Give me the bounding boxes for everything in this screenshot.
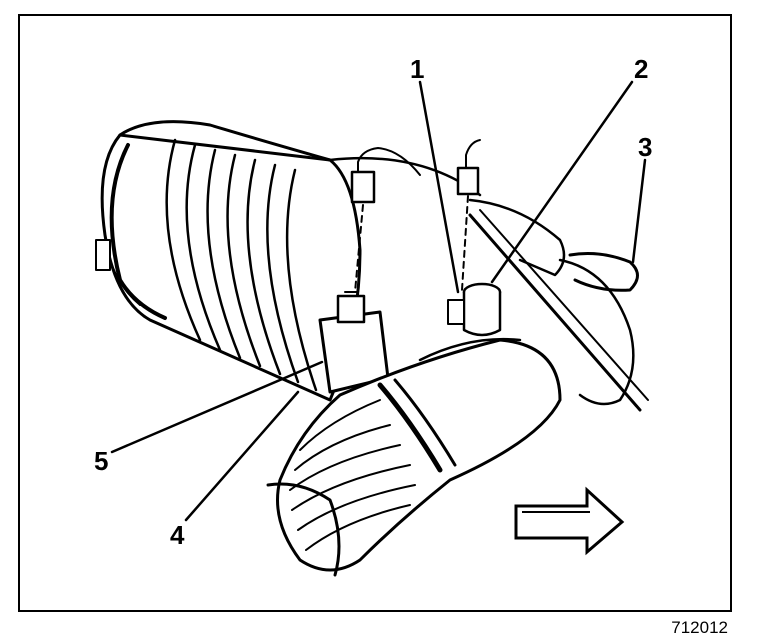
figure-frame — [18, 14, 732, 612]
outlet-duct — [266, 337, 562, 577]
callout-4: 4 — [170, 520, 185, 550]
air-cleaner-housing — [95, 120, 482, 402]
callout-3: 3 — [638, 132, 653, 162]
callout-2: 2 — [634, 54, 649, 84]
sensor-5 — [318, 291, 390, 394]
connector-5 — [350, 147, 421, 293]
leader-lines — [110, 80, 647, 522]
connector-1 — [456, 139, 481, 291]
sensor-2 — [447, 282, 502, 337]
callout-5: 5 — [94, 446, 109, 476]
arrow-right-icon — [514, 486, 625, 556]
figure-id: 712012 — [671, 618, 728, 637]
throttle-body — [468, 198, 649, 412]
callout-1: 1 — [410, 54, 425, 84]
